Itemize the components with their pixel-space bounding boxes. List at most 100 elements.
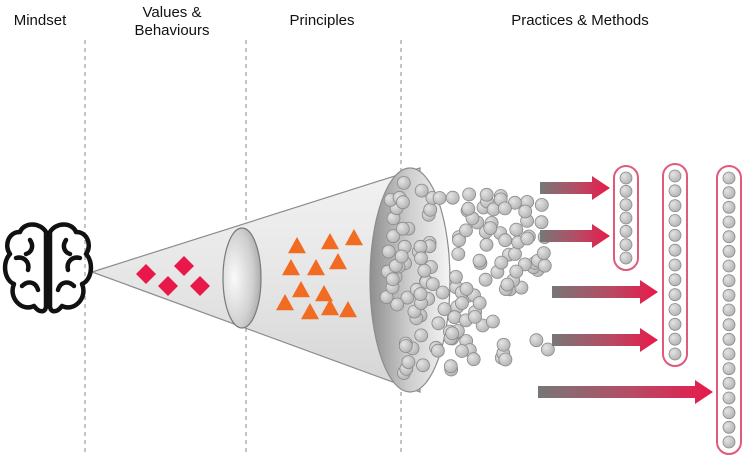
column-dot — [668, 347, 682, 361]
value-diamond — [174, 256, 194, 276]
column-dot — [722, 420, 736, 434]
column-dot — [668, 199, 682, 213]
practice-dot — [414, 328, 429, 343]
practice-dot — [479, 237, 494, 252]
header-mindset: Mindset — [13, 12, 67, 29]
practice-dot — [478, 272, 493, 287]
principle-triangle — [321, 233, 339, 250]
principle-triangle — [288, 237, 306, 254]
column-dot — [722, 391, 736, 405]
values-diamonds — [136, 256, 210, 296]
principle-triangle — [339, 301, 357, 318]
practice-dot — [400, 290, 415, 305]
column-dot — [619, 251, 633, 265]
value-diamond — [158, 276, 178, 296]
column-dot — [668, 228, 682, 242]
practice-dot — [381, 244, 396, 259]
practice-dot — [534, 215, 549, 230]
practice-dot — [472, 296, 487, 310]
practice-dot — [413, 287, 428, 302]
practice-dot — [423, 202, 438, 217]
column-dot — [668, 332, 682, 346]
column-dot — [722, 244, 736, 258]
column-dot — [722, 274, 736, 288]
practice-dot — [413, 239, 428, 254]
practice-dot — [396, 175, 411, 190]
column-dot — [722, 362, 736, 376]
practice-dot — [518, 204, 533, 219]
column-dot — [668, 317, 682, 331]
practice-dot — [508, 247, 522, 261]
column-dot — [619, 171, 633, 185]
practice-dot — [451, 247, 466, 261]
column-dot — [722, 259, 736, 273]
practices-scatter — [379, 175, 555, 380]
value-diamond — [190, 276, 210, 296]
brain-icon — [2, 222, 94, 314]
column-dot — [668, 258, 682, 272]
principles-triangles — [276, 229, 363, 320]
column-dot — [722, 215, 736, 229]
practice-dot — [459, 223, 473, 238]
practice-dot — [443, 359, 458, 374]
practice-dot — [462, 187, 477, 202]
practice-dot — [497, 201, 512, 216]
header-values-line1: Values & — [142, 4, 202, 21]
column-dot — [668, 169, 682, 183]
practice-dot — [494, 255, 509, 270]
column-dot — [722, 435, 736, 449]
practice-dot — [537, 258, 552, 273]
principle-triangle — [329, 253, 347, 270]
practice-dot — [498, 352, 513, 367]
column-dot — [722, 347, 736, 361]
practice-dot — [468, 309, 482, 324]
column-dot — [722, 376, 736, 390]
header-values-line2: Behaviours — [134, 22, 210, 39]
practice-dot — [398, 339, 413, 353]
practice-dot — [417, 263, 432, 278]
column-dot — [619, 198, 633, 212]
practice-dot — [461, 201, 476, 216]
practice-dot — [498, 233, 513, 248]
practice-dot — [425, 277, 440, 292]
principle-triangle — [315, 285, 333, 302]
practice-dot — [430, 343, 445, 358]
column-dot — [619, 211, 633, 225]
practice-dot — [500, 277, 515, 292]
practice-dot — [459, 281, 474, 296]
practice-dot — [479, 187, 494, 202]
principle-triangle — [276, 294, 294, 311]
column-dot — [619, 224, 633, 238]
column-dot — [619, 184, 633, 198]
column-dot — [668, 243, 682, 257]
column-dot — [722, 288, 736, 302]
practice-dot — [541, 342, 555, 357]
practice-dot — [416, 358, 430, 373]
practice-dot — [435, 285, 450, 300]
practice-dot — [448, 269, 463, 284]
flow-arrow — [540, 176, 610, 200]
column-dot — [722, 200, 736, 214]
practice-dot — [445, 190, 460, 205]
column-dot — [668, 214, 682, 227]
column-dot — [668, 273, 682, 287]
flow-arrow — [552, 328, 658, 352]
practice-dot — [445, 326, 460, 341]
practice-dot — [437, 302, 452, 317]
column-dot — [722, 171, 736, 185]
practice-dot — [483, 221, 498, 236]
column-dot — [619, 238, 633, 252]
header-principles: Principles — [289, 12, 355, 29]
principle-triangle — [345, 229, 363, 246]
practice-dot — [496, 337, 511, 352]
practice-dot — [509, 264, 524, 279]
practice-dot — [414, 251, 428, 266]
flow-arrow — [552, 280, 658, 304]
practice-dot — [485, 314, 500, 329]
value-diamond — [136, 264, 156, 284]
column-dot — [722, 332, 736, 346]
practice-dot — [395, 221, 410, 236]
column-dot — [722, 303, 736, 317]
